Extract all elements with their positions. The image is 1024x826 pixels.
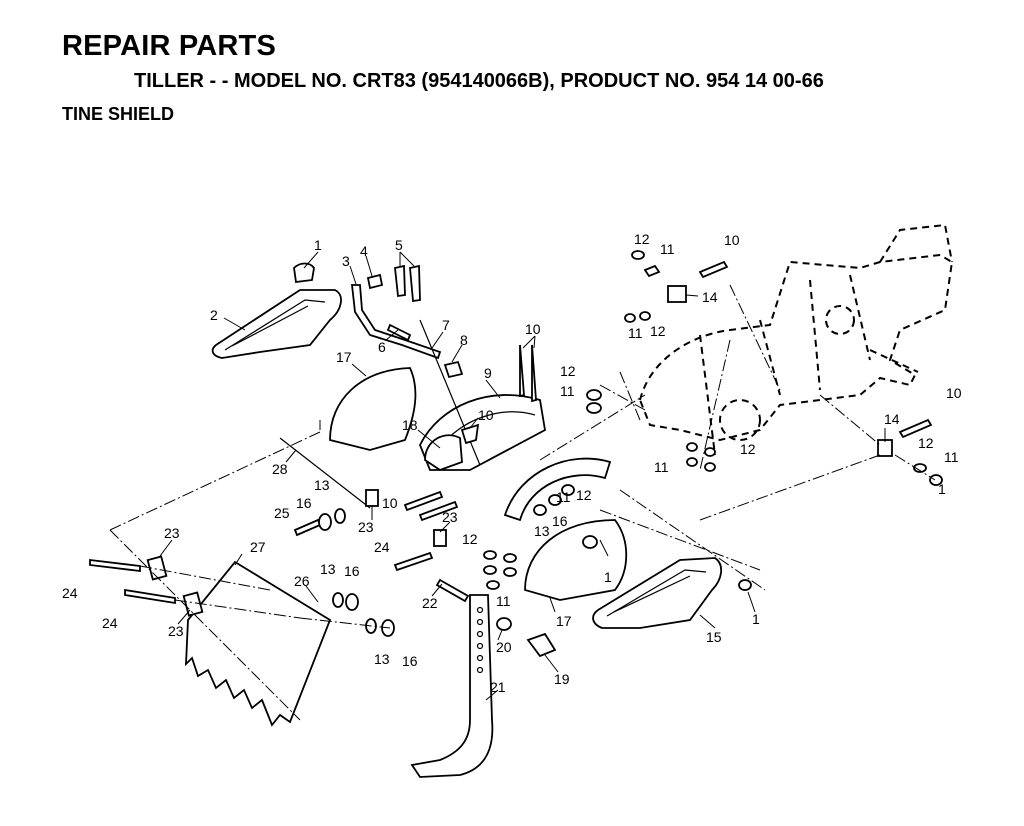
side-shield-part-15 <box>592 557 722 629</box>
callout-5: 5 <box>395 237 403 253</box>
shield-extension <box>503 457 612 522</box>
callout-10a: 10 <box>525 321 541 337</box>
callout-13b: 13 <box>534 523 550 539</box>
callout-11e: 11 <box>944 449 959 465</box>
callout-17b: 17 <box>556 613 572 629</box>
washer-part-20 <box>496 617 512 631</box>
callout-10d: 10 <box>724 232 740 248</box>
bolt-part-22 <box>435 578 470 603</box>
hardware-left <box>293 490 459 637</box>
callout-14b: 14 <box>884 411 900 427</box>
callout-12g: 12 <box>462 531 478 547</box>
callout-23b: 23 <box>168 623 184 639</box>
callout-10e: 10 <box>946 385 962 401</box>
callout-12e: 12 <box>918 435 934 451</box>
section-title: TINE SHIELD <box>62 104 175 124</box>
callout-9: 9 <box>484 365 492 381</box>
callout-27: 27 <box>250 539 266 555</box>
callout-26: 26 <box>294 573 310 589</box>
shield-flap-part-17b <box>524 519 628 601</box>
callout-16b: 16 <box>552 513 568 529</box>
callout-28: 28 <box>272 461 288 477</box>
pin-part-19 <box>526 632 557 658</box>
hardware-center <box>483 484 752 591</box>
callout-labels: 1 2 3 4 5 6 7 8 9 10 10 10 10 10 11 11 1… <box>62 231 962 695</box>
callout-4: 4 <box>360 243 368 259</box>
callout-16a: 16 <box>296 495 312 511</box>
callout-1b: 1 <box>604 569 612 585</box>
callout-11d: 11 <box>654 459 669 475</box>
callout-2: 2 <box>210 307 218 323</box>
callout-24b: 24 <box>102 615 118 631</box>
callout-8: 8 <box>460 332 468 348</box>
callout-12a: 12 <box>634 231 650 247</box>
callout-11b: 11 <box>628 325 643 341</box>
callout-1d: 1 <box>938 481 946 497</box>
bracket-part-14 <box>667 285 687 303</box>
callout-18: 18 <box>402 417 418 433</box>
callout-11f: 11 <box>556 489 571 505</box>
callout-12f: 12 <box>576 487 592 503</box>
rod-part-28 <box>279 437 371 509</box>
callout-12d: 12 <box>740 441 756 457</box>
callout-24a: 24 <box>62 585 78 601</box>
callout-22: 22 <box>422 595 438 611</box>
assembly-centerlines <box>109 284 936 721</box>
callout-12b: 12 <box>650 323 666 339</box>
callout-15: 15 <box>706 629 722 645</box>
callout-13d: 13 <box>374 651 390 667</box>
model-subtitle: TILLER - - MODEL NO. CRT83 (954140066B),… <box>134 70 824 92</box>
callout-12c: 12 <box>560 363 576 379</box>
callout-20: 20 <box>496 639 512 655</box>
callout-25: 25 <box>274 505 290 521</box>
callout-21: 21 <box>490 679 506 695</box>
callout-17a: 17 <box>336 349 352 365</box>
callout-3: 3 <box>342 253 350 269</box>
side-shield-part-2 <box>211 289 342 359</box>
frame-hardware <box>586 250 943 486</box>
callout-13a: 13 <box>314 477 330 493</box>
callout-23d: 23 <box>442 509 458 525</box>
callout-10b: 10 <box>478 407 494 423</box>
callout-11c: 11 <box>560 383 575 399</box>
callout-16c: 16 <box>344 563 360 579</box>
bolts-part-24 <box>89 551 434 605</box>
flap-part-27 <box>184 560 332 727</box>
callout-23c: 23 <box>358 519 374 535</box>
callout-1c: 1 <box>752 611 760 627</box>
page-title: REPAIR PARTS <box>62 30 277 62</box>
callout-7: 7 <box>442 317 450 333</box>
callout-24c: 24 <box>374 539 390 555</box>
callout-19: 19 <box>554 671 570 687</box>
callout-23a: 23 <box>164 525 180 541</box>
callout-6: 6 <box>378 339 386 355</box>
callout-11g: 11 <box>496 593 511 609</box>
callout-14a: 14 <box>702 289 718 305</box>
tiller-frame <box>638 223 954 456</box>
callout-10c: 10 <box>382 495 398 511</box>
callout-13c: 13 <box>320 561 336 577</box>
leader-lines <box>159 251 886 701</box>
bracket-part-14b <box>877 439 893 457</box>
hinge-bracket-part-23 <box>146 489 447 617</box>
callout-16d: 16 <box>402 653 418 669</box>
depth-stake-part-21 <box>410 594 494 778</box>
linkage-parts-3-8 <box>293 262 537 466</box>
shield-flap-part-17a <box>329 367 417 451</box>
callout-11a: 11 <box>660 241 675 257</box>
callout-1a: 1 <box>314 237 322 253</box>
